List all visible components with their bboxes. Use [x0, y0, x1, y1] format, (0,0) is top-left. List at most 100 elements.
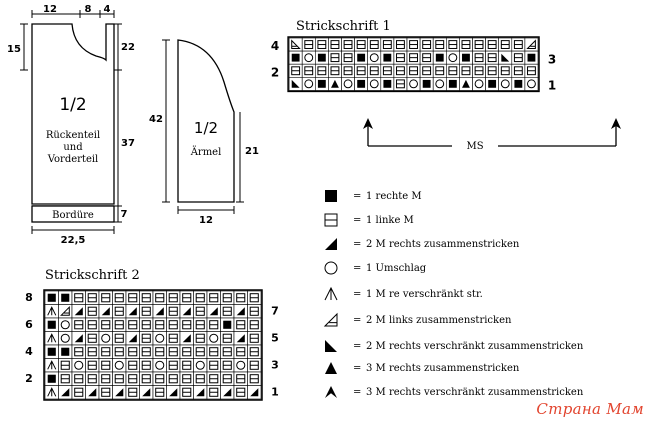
hline-square-icon: [155, 347, 165, 357]
chart2-cell: [152, 371, 167, 386]
filled-triangle-right-icon: [196, 388, 205, 397]
hline-square-icon: [74, 347, 84, 357]
legend-item: =2 M rechts verschränkt zusammenstricken: [325, 340, 584, 352]
hline-square-icon: [209, 320, 219, 330]
chart2-frame: [43, 289, 263, 401]
chart2-cell: [98, 290, 113, 305]
hline-square-icon: [422, 40, 432, 49]
chart2-title: Strickschrift 2: [45, 268, 140, 283]
chart2-cell: [179, 385, 194, 400]
chart1-cell: [459, 77, 473, 91]
hline-square-icon: [222, 306, 232, 316]
circle-icon: [435, 79, 445, 89]
hline-square-icon: [114, 347, 124, 357]
chart2-cell: [125, 358, 140, 373]
chart1-cell: [393, 63, 408, 78]
hline-square-icon: [141, 333, 151, 343]
filled-triangle-right-icon: [61, 388, 70, 397]
chart2-cell: [71, 385, 86, 400]
chart1-cell: [314, 37, 329, 52]
chart2-cell: [139, 385, 154, 400]
legend-equals: =: [353, 263, 361, 274]
hline-square-icon: [222, 293, 232, 303]
legend-equals: =: [353, 191, 361, 202]
hline-square-icon: [435, 40, 445, 49]
chart2-cell: [179, 331, 194, 346]
chart2-cell: [85, 331, 100, 346]
chart2-cell: [139, 371, 154, 386]
filled-triangle-right-icon: [236, 334, 245, 343]
hline-square-icon: [182, 360, 192, 370]
legend-symbol: [325, 340, 337, 352]
filled-square-icon: [357, 79, 366, 88]
hline-square-icon: [209, 387, 219, 397]
chart1-cell: [301, 37, 316, 52]
circle-icon: [60, 320, 70, 330]
chart1-row: 2: [271, 63, 539, 79]
circle-icon: [60, 333, 70, 343]
hline-square-icon: [474, 66, 484, 76]
chart1-row-number: 3: [548, 52, 556, 66]
chart2-cell: [206, 385, 221, 400]
filled-square-icon: [317, 79, 326, 88]
watermark: Страна Мам: [536, 400, 644, 418]
circle-icon: [369, 53, 379, 63]
legend-symbol: [325, 190, 337, 202]
chart2-cell: [139, 304, 154, 319]
filled-triangle-right-icon: [182, 334, 191, 343]
filled-triangle-right-icon: [101, 307, 110, 316]
filled-triangle-right-icon: [236, 307, 245, 316]
hline-square-icon: [317, 40, 327, 49]
hline-square-icon: [141, 347, 151, 357]
chart2-cell: [98, 304, 113, 319]
chart1-cell: [432, 50, 447, 65]
filled-square-icon: [223, 320, 232, 329]
filled-square-icon: [383, 79, 392, 88]
hline-square-icon: [87, 374, 97, 384]
hline-square-icon: [513, 66, 523, 76]
hline-square-icon: [487, 66, 497, 76]
body-label-line-2: und: [63, 142, 83, 153]
legend-equals: =: [353, 341, 361, 352]
dim-top-mid: 8: [85, 4, 92, 15]
chart2-cell: [166, 358, 181, 373]
chart2-cell: [247, 317, 262, 332]
chart2-row: 3: [44, 358, 279, 373]
chart2-cell: [247, 385, 262, 400]
legend-equals: =: [353, 289, 361, 300]
legend-equals: =: [353, 215, 361, 226]
filled-triangle-right-icon: [209, 307, 218, 316]
chart2-cell: [166, 331, 181, 346]
chart1-cell: [354, 37, 369, 52]
chart2-row-number-right: 5: [271, 332, 279, 345]
hline-square-icon: [87, 347, 97, 357]
chart1-cell: [367, 77, 382, 91]
chart1-cell: [314, 63, 329, 78]
chart1-cell: [419, 37, 434, 52]
hline-square-icon: [209, 360, 219, 370]
filled-square-icon: [61, 293, 70, 302]
chart2-cell: [125, 344, 140, 359]
body-outline: [31, 23, 115, 205]
legend: =1 rechte M=1 linke M=2 M rechts zusamme…: [323, 190, 584, 398]
chevron-triangle-icon: [325, 386, 337, 398]
dim-sleeve-height: 42: [149, 114, 163, 125]
chart2-cell: [44, 317, 59, 332]
chart2-cell: [233, 331, 248, 346]
chart2-cell: [233, 290, 248, 305]
chart1-cell: [406, 50, 421, 65]
chart1-cell: [406, 37, 421, 52]
hline-square-icon: [168, 293, 178, 303]
hline-square-icon: [182, 387, 192, 397]
circle-icon: [343, 79, 353, 89]
hline-square-icon: [141, 293, 151, 303]
chart2-row: 2: [25, 371, 262, 386]
chart2-cell: [58, 304, 73, 319]
legend-text: 1 rechte M: [366, 191, 422, 202]
chart2-cell: [233, 371, 248, 386]
hline-square-icon: [209, 374, 219, 384]
hline-square-icon: [382, 66, 392, 76]
chart2-cell: [85, 344, 100, 359]
chart2-cell: [139, 344, 154, 359]
chart2-cell: [98, 371, 113, 386]
